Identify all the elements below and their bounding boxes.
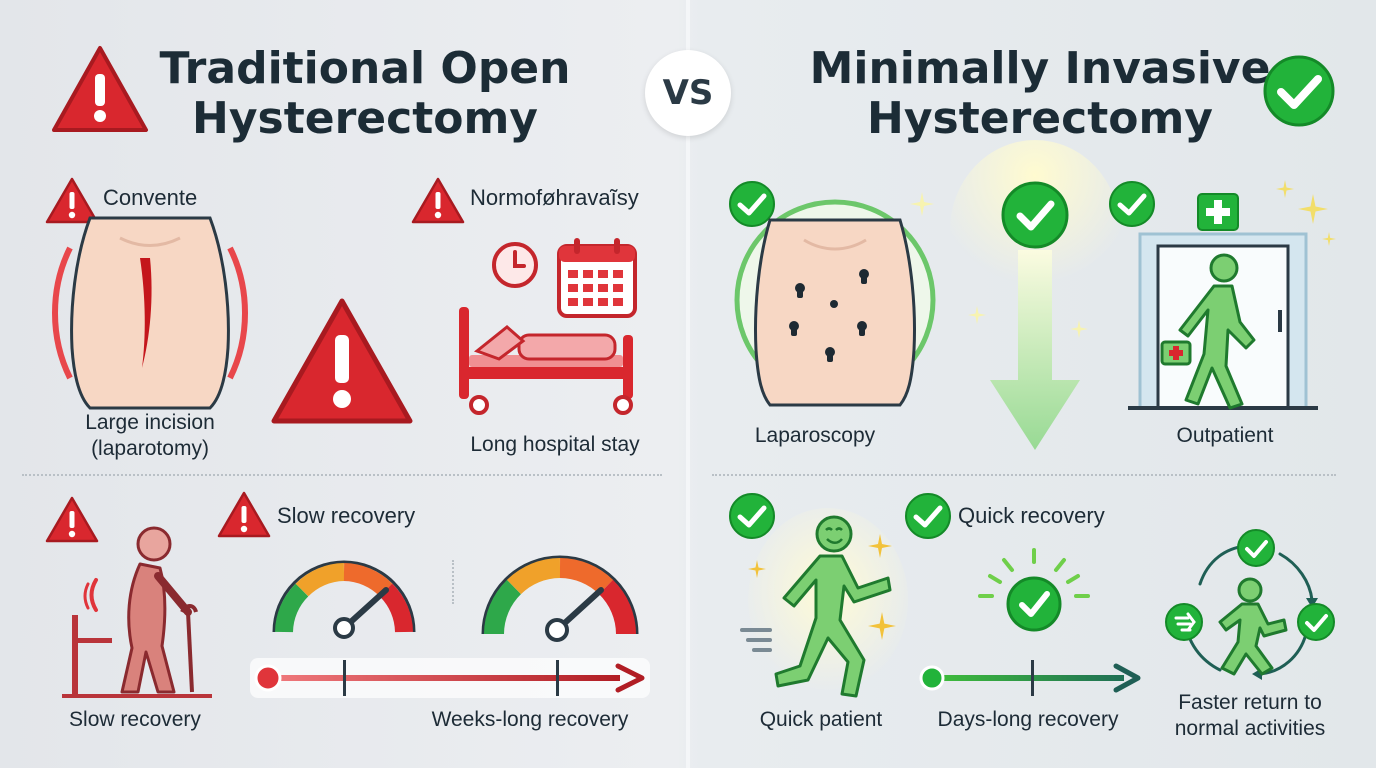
left-item1-label-line2: (laparotomy) [91, 437, 209, 460]
right-title-line2: Hysterectomy [867, 93, 1213, 144]
abdomen-laparoscopy-illustration [734, 199, 936, 407]
normal-activities-cycle-icon [1165, 529, 1335, 680]
hospital-bed-icon [459, 307, 633, 415]
sparkle-icon [910, 192, 934, 216]
warning-icon [52, 46, 148, 132]
checkmark-icon [729, 493, 775, 539]
right-item1-label: Laparoscopy [754, 424, 876, 447]
warning-icon [411, 177, 465, 224]
right-item6-label-line1: Faster return to [1178, 691, 1322, 714]
sparkle-icon [1298, 194, 1328, 224]
sparkle-icon [968, 306, 986, 324]
left-item4-label: Slow recovery [69, 708, 201, 731]
recovery-gauge-icon [272, 560, 416, 639]
sparkle-icon [1276, 180, 1294, 198]
checkmark-icon [905, 493, 951, 539]
sparkle-icon [1070, 320, 1088, 338]
vs-badge: VS [645, 50, 731, 136]
right-item6-label: Faster return to normal activities [1150, 690, 1350, 742]
improvement-arrow-icon [950, 140, 1120, 450]
center-divider [686, 0, 690, 768]
sparkle-icon [868, 612, 896, 640]
right-item2-label: Outpatient [1176, 424, 1274, 447]
calendar-icon [557, 238, 637, 318]
clock-icon [492, 242, 538, 288]
left-item5-label: Weeks-long recovery [431, 708, 629, 731]
abdomen-incision-illustration [52, 216, 248, 410]
left-title-line1: Traditional Open [159, 43, 571, 94]
sparkle-icon [1322, 232, 1336, 246]
right-title: Minimally Invasive Hysterectomy [790, 44, 1290, 144]
warning-icon [45, 496, 99, 543]
left-item2-header: Normoføhravaĩsy [470, 185, 639, 210]
gauge-divider [452, 560, 454, 604]
weeks-timeline-arrow [250, 658, 650, 698]
outpatient-door-icon [1128, 193, 1318, 410]
slow-walker-icon [62, 526, 212, 698]
left-item1-label-line1: Large incision [85, 411, 215, 434]
warning-icon [45, 177, 99, 224]
checkmark-icon [1263, 55, 1335, 127]
left-item2-label: Long hospital stay [470, 433, 640, 456]
right-item6-label-line2: normal activities [1174, 717, 1326, 740]
days-timeline-arrow [919, 660, 1141, 696]
checkmark-icon [978, 548, 1090, 632]
right-item4-label: Quick patient [759, 708, 883, 731]
right-item3-header: Quick recovery [958, 503, 1105, 528]
left-section-separator [22, 474, 662, 476]
sparkle-icon [868, 534, 892, 558]
checkmark-icon [729, 181, 775, 227]
left-item1-header: Convente [103, 185, 198, 210]
sparkle-icon [748, 560, 766, 578]
warning-icon [271, 298, 413, 424]
right-title-line1: Minimally Invasive [809, 43, 1271, 94]
warning-icon [217, 491, 271, 538]
checkmark-icon [1109, 181, 1155, 227]
left-title: Traditional Open Hysterectomy [155, 44, 575, 144]
left-item1-label: Large incision (laparotomy) [50, 410, 250, 462]
left-title-line2: Hysterectomy [192, 93, 538, 144]
vs-text: VS [662, 73, 714, 113]
right-section-separator [712, 474, 1336, 476]
quick-walker-icon [740, 508, 908, 698]
recovery-gauge-icon [481, 555, 639, 642]
left-item3-header: Slow recovery [277, 503, 416, 528]
right-item5-label: Days-long recovery [937, 708, 1119, 731]
